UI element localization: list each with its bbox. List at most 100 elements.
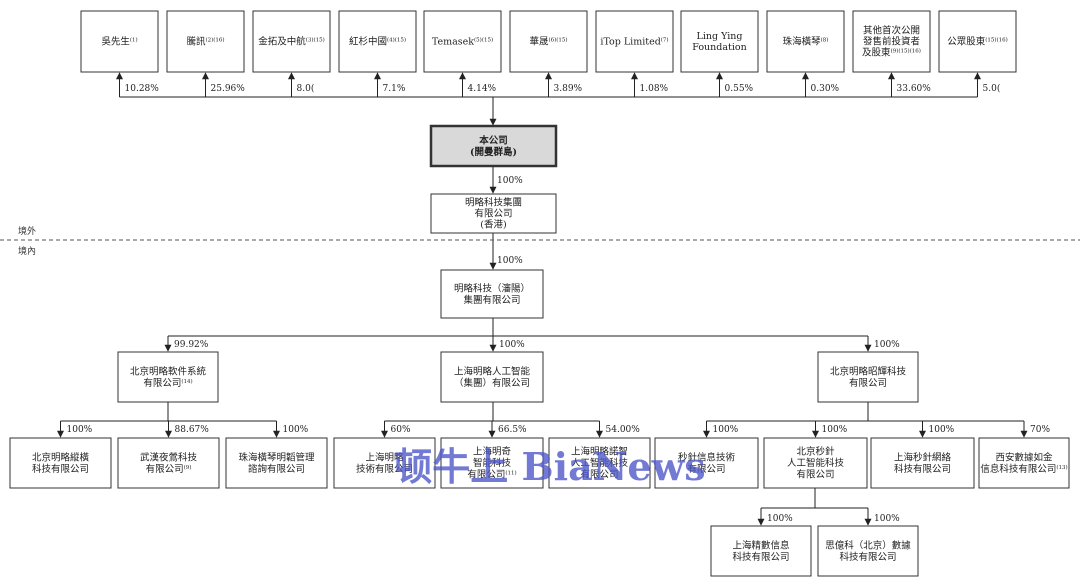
- shareholder-box-4: [338, 10, 417, 73]
- level3-box-2: [117, 437, 220, 489]
- level3-box-7-label: 秒針信息技術: [678, 451, 736, 463]
- level2-box-1-note: (14): [181, 378, 192, 385]
- level3-box-5-note: (11): [505, 470, 516, 477]
- shareholder-box-7-note: (7): [661, 37, 669, 44]
- level3-box-9: [870, 437, 975, 489]
- company-box-label: 本公司: [479, 134, 508, 146]
- shareholder-box-8-label: Ling Ying: [697, 31, 743, 42]
- shareholder-box-5-label: Temasek(5)(15): [432, 37, 493, 48]
- shareholder-box-10-note: (9)(15)(16): [891, 48, 921, 55]
- shareholder-box-5: [423, 10, 502, 73]
- level2-pct-2: 100%: [499, 340, 525, 350]
- shenyang-entity-box-label: 集團有限公司: [463, 294, 520, 306]
- level3-box-6: [548, 437, 651, 489]
- level3-box-10-note: (13): [1056, 464, 1067, 471]
- level3-box-1-label: 北京明略縱橫: [32, 451, 90, 463]
- level3-box-6-label: 上海明略諾智: [571, 446, 628, 458]
- level3-box-2-note: (9): [184, 464, 192, 471]
- level3-pct-2: 88.67%: [175, 425, 210, 435]
- shareholder-box-8: [680, 10, 759, 73]
- level3-box-8: [763, 437, 868, 489]
- shareholder-pct-7: 1.08%: [640, 84, 669, 94]
- level4-pct-2: 100%: [874, 514, 900, 524]
- level3-pct-1: 100%: [67, 425, 93, 435]
- shareholder-box-11: [938, 10, 1017, 73]
- shareholder-box-5-note: (5)(15): [474, 37, 493, 44]
- onshore-label: 境內: [18, 245, 36, 257]
- level3-box-7: [654, 437, 759, 489]
- shareholder-box-3: [252, 10, 331, 73]
- level2-box-3-label: 北京明略昭輝科技: [830, 365, 907, 377]
- level3-box-5-label: 有限公司(11): [467, 469, 516, 481]
- level3-pct-10: 70%: [1030, 425, 1050, 435]
- level2-box-2-label: 上海明略人工智能: [454, 365, 531, 377]
- shareholder-pct-11: 5.0(: [983, 83, 1001, 94]
- shareholder-box-8-label: Foundation: [692, 42, 746, 53]
- shareholder-pct-2: 25.96%: [211, 84, 246, 94]
- shenyang-entity-box-label: 明略科技（瀋陽）: [454, 282, 530, 294]
- level3-box-3: [225, 437, 328, 489]
- level3-box-5-label: 智能科技: [473, 457, 512, 469]
- level3-pct-3: 100%: [283, 425, 309, 435]
- level3-box-1: [9, 437, 112, 489]
- shareholder-box-10-label: 發售前投資者: [863, 36, 920, 48]
- level2-pct-1: 99.92%: [174, 340, 209, 350]
- level3-box-3-label: 珠海橫琴明韜管理: [238, 451, 315, 463]
- level2-box-3-label: 有限公司: [849, 377, 887, 389]
- shenyang-pct: 100%: [497, 256, 523, 266]
- level3-box-9-label: 科技有限公司: [894, 463, 951, 475]
- company-box: [429, 124, 558, 168]
- level2-box-1: [117, 351, 219, 403]
- level3-box-8-label: 人工智能科技: [787, 457, 845, 469]
- level4-box-1: [710, 525, 812, 577]
- shareholder-box-9-note: (8): [821, 37, 829, 44]
- shareholder-box-2-note: (2)(16): [205, 37, 224, 44]
- level3-box-2-label: 武漢夜鶯科技: [140, 451, 198, 463]
- shareholder-box-7-label: iTop Limited(7): [600, 37, 668, 48]
- offshore-label: 境外: [18, 225, 36, 237]
- level2-box-1-label: 有限公司(14): [143, 377, 192, 389]
- level3-box-3-label: 諮詢有限公司: [248, 463, 305, 475]
- level2-pct-3: 100%: [874, 340, 900, 350]
- level3-box-4-label: 技術有限公司: [356, 463, 413, 475]
- shareholder-pct-10: 33.60%: [897, 84, 932, 94]
- level3-box-2-label: 有限公司(9): [146, 463, 192, 475]
- level3-box-6-label: 人工智能科技: [571, 457, 629, 469]
- hk-pct: 100%: [497, 176, 523, 186]
- shareholder-pct-1: 10.28%: [125, 84, 160, 94]
- shareholder-box-9-label: 珠海橫琴(8): [783, 36, 829, 48]
- shareholder-box-9: [766, 10, 845, 73]
- shareholder-box-6-note: (6)(15): [548, 37, 567, 44]
- level3-pct-7: 100%: [713, 425, 739, 435]
- company-box-label: (開曼群島): [470, 146, 517, 158]
- level4-pct-1: 100%: [767, 514, 793, 524]
- level3-box-10: [978, 437, 1070, 489]
- level3-pct-5: 66.5%: [498, 425, 527, 435]
- shareholder-pct-8: 0.55%: [725, 84, 754, 94]
- level3-box-5-label: 上海明奇: [473, 446, 512, 458]
- shareholder-box-6: [509, 10, 588, 73]
- shareholder-pct-5: 4.14%: [468, 84, 497, 94]
- shareholder-box-1-label: 吳先生(1): [101, 36, 137, 48]
- level3-box-1-label: 科技有限公司: [32, 463, 89, 475]
- level3-box-9-label: 上海秒針網絡: [894, 451, 952, 463]
- level3-box-5: [440, 437, 544, 489]
- level4-box-2-label: 思億科（北京）數據: [825, 539, 911, 551]
- level2-box-3: [817, 351, 919, 403]
- level4-box-1-label: 科技有限公司: [732, 551, 789, 563]
- level3-box-10-label: 西安數據如金: [995, 451, 1053, 463]
- shareholder-box-4-note: (4)(15): [387, 37, 406, 44]
- shareholder-pct-3: 8.0(: [297, 83, 315, 94]
- hk-entity-box-label: (香港): [480, 219, 506, 231]
- shareholder-box-10-label: 其他首次公開: [863, 25, 920, 37]
- level3-pct-6: 54.00%: [606, 425, 641, 435]
- shareholder-box-2: [166, 10, 245, 73]
- level3-box-4-label: 上海明略: [365, 451, 404, 463]
- shareholder-pct-6: 3.89%: [554, 84, 583, 94]
- shareholder-box-7: [595, 10, 674, 73]
- watermark: 顿牛上 BiaNews: [394, 444, 705, 489]
- level3-box-7-label: 有限公司: [687, 463, 725, 475]
- shareholder-box-1: [80, 10, 159, 73]
- level3-box-8-label: 有限公司: [796, 469, 834, 481]
- level2-box-2-label: （集團）有限公司: [454, 377, 530, 389]
